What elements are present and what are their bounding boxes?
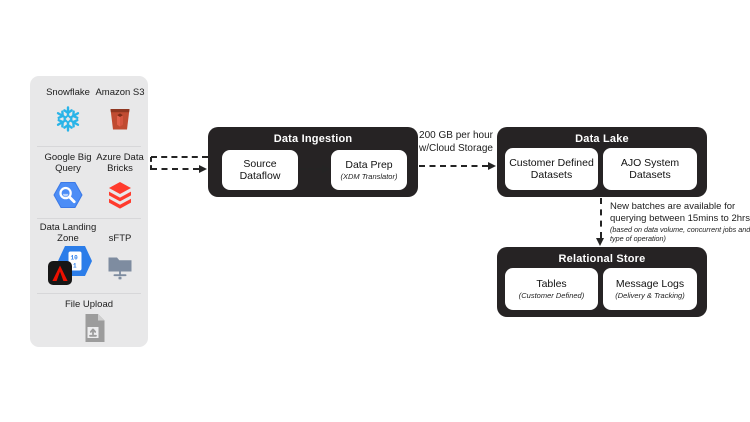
azure-databricks-label: Azure Data Bricks (90, 152, 150, 174)
batch-latency-detail: (based on data volume, concurrent jobs a… (610, 225, 750, 243)
node-source-dataflow: Source Dataflow (222, 150, 298, 190)
arrow-sources-to-ingestion-elbow (150, 157, 152, 170)
panel-divider (37, 293, 141, 294)
throughput-note: 200 GB per hour w/Cloud Storage (410, 130, 502, 155)
google-bigquery-label-text: Google Big Query (44, 152, 92, 174)
relational-store-box: Relational Store Tables (Customer Define… (497, 247, 707, 317)
node-customer-defined-datasets: Customer Defined Datasets (505, 148, 598, 190)
node-ajo-system-datasets: AJO System Datasets (603, 148, 697, 190)
panel-divider (37, 218, 141, 219)
arrow-sources-to-ingestion-top (151, 156, 208, 158)
data-landing-zone-label: Data Landing Zone (38, 220, 98, 244)
throughput-note-line2: w/Cloud Storage (419, 142, 493, 154)
sftp-folder-icon (108, 257, 132, 280)
file-upload-label-text: File Upload (64, 299, 114, 310)
node-data-prep: Data Prep (XDM Translator) (331, 150, 407, 190)
data-landing-zone-label-text: Data Landing Zone (39, 222, 97, 244)
svg-text:10: 10 (71, 255, 79, 262)
arrowhead-into-dataprep (322, 165, 330, 173)
data-ingestion-box: Data Ingestion Source Dataflow Data Prep… (208, 127, 418, 197)
arrow-lake-to-relational-store (600, 198, 602, 238)
svg-text:1: 1 (73, 263, 77, 270)
arrowhead-into-lake (488, 162, 496, 170)
batch-latency-line2: querying between 15mins to 2hrs (610, 212, 750, 224)
batch-latency-line1: New batches are available for (610, 201, 736, 212)
arrow-ingestion-to-lake (419, 165, 488, 167)
node-tables-label: Tables (536, 278, 567, 290)
snowflake-icon (55, 106, 81, 132)
arrow-sources-to-ingestion (151, 168, 199, 170)
azure-databricks-icon (109, 182, 131, 209)
google-bigquery-label: Google Big Query (38, 152, 98, 174)
google-bigquery-icon (53, 182, 83, 208)
arrowhead-into-relational-store (596, 238, 604, 246)
node-ajo-system-datasets-label: AJO System Datasets (620, 157, 680, 181)
panel-divider (37, 146, 141, 147)
snowflake-label-text: Snowflake (46, 87, 90, 98)
throughput-note-line1: 200 GB per hour (419, 130, 493, 141)
file-upload-icon (85, 314, 105, 342)
amazon-s3-label-text: Amazon S3 (95, 87, 145, 98)
data-lake-title: Data Lake (575, 133, 629, 145)
data-landing-zone-icon: 10 1 (48, 246, 92, 285)
arrowhead-into-ingestion (199, 165, 207, 173)
node-message-logs-sublabel: (Delivery & Tracking) (615, 291, 685, 300)
relational-store-title: Relational Store (558, 253, 646, 265)
node-customer-defined-datasets-label: Customer Defined Datasets (509, 157, 594, 181)
amazon-s3-label: Amazon S3 (90, 86, 150, 98)
batch-latency-note: New batches are available for querying b… (610, 201, 750, 244)
node-data-prep-sublabel: (XDM Translator) (340, 172, 398, 181)
data-lake-box: Data Lake Customer Defined Datasets AJO … (497, 127, 707, 197)
node-source-dataflow-label: Source Dataflow (239, 158, 281, 182)
data-ingestion-title: Data Ingestion (273, 133, 353, 145)
node-tables: Tables (Customer Defined) (505, 268, 598, 310)
amazon-s3-icon (110, 109, 130, 130)
node-message-logs-label: Message Logs (615, 278, 685, 290)
snowflake-label: Snowflake (36, 86, 100, 98)
file-upload-label: File Upload (30, 298, 148, 310)
azure-databricks-label-text: Azure Data Bricks (96, 152, 144, 174)
node-message-logs: Message Logs (Delivery & Tracking) (603, 268, 697, 310)
node-data-prep-label: Data Prep (345, 159, 393, 171)
arrow-dataflow-to-dataprep (300, 168, 322, 170)
node-tables-sublabel: (Customer Defined) (518, 291, 585, 300)
sources-panel: Snowflake Amazon S3 Googl (30, 76, 148, 347)
sftp-label-text: sFTP (108, 233, 132, 244)
sftp-label: sFTP (90, 220, 150, 244)
